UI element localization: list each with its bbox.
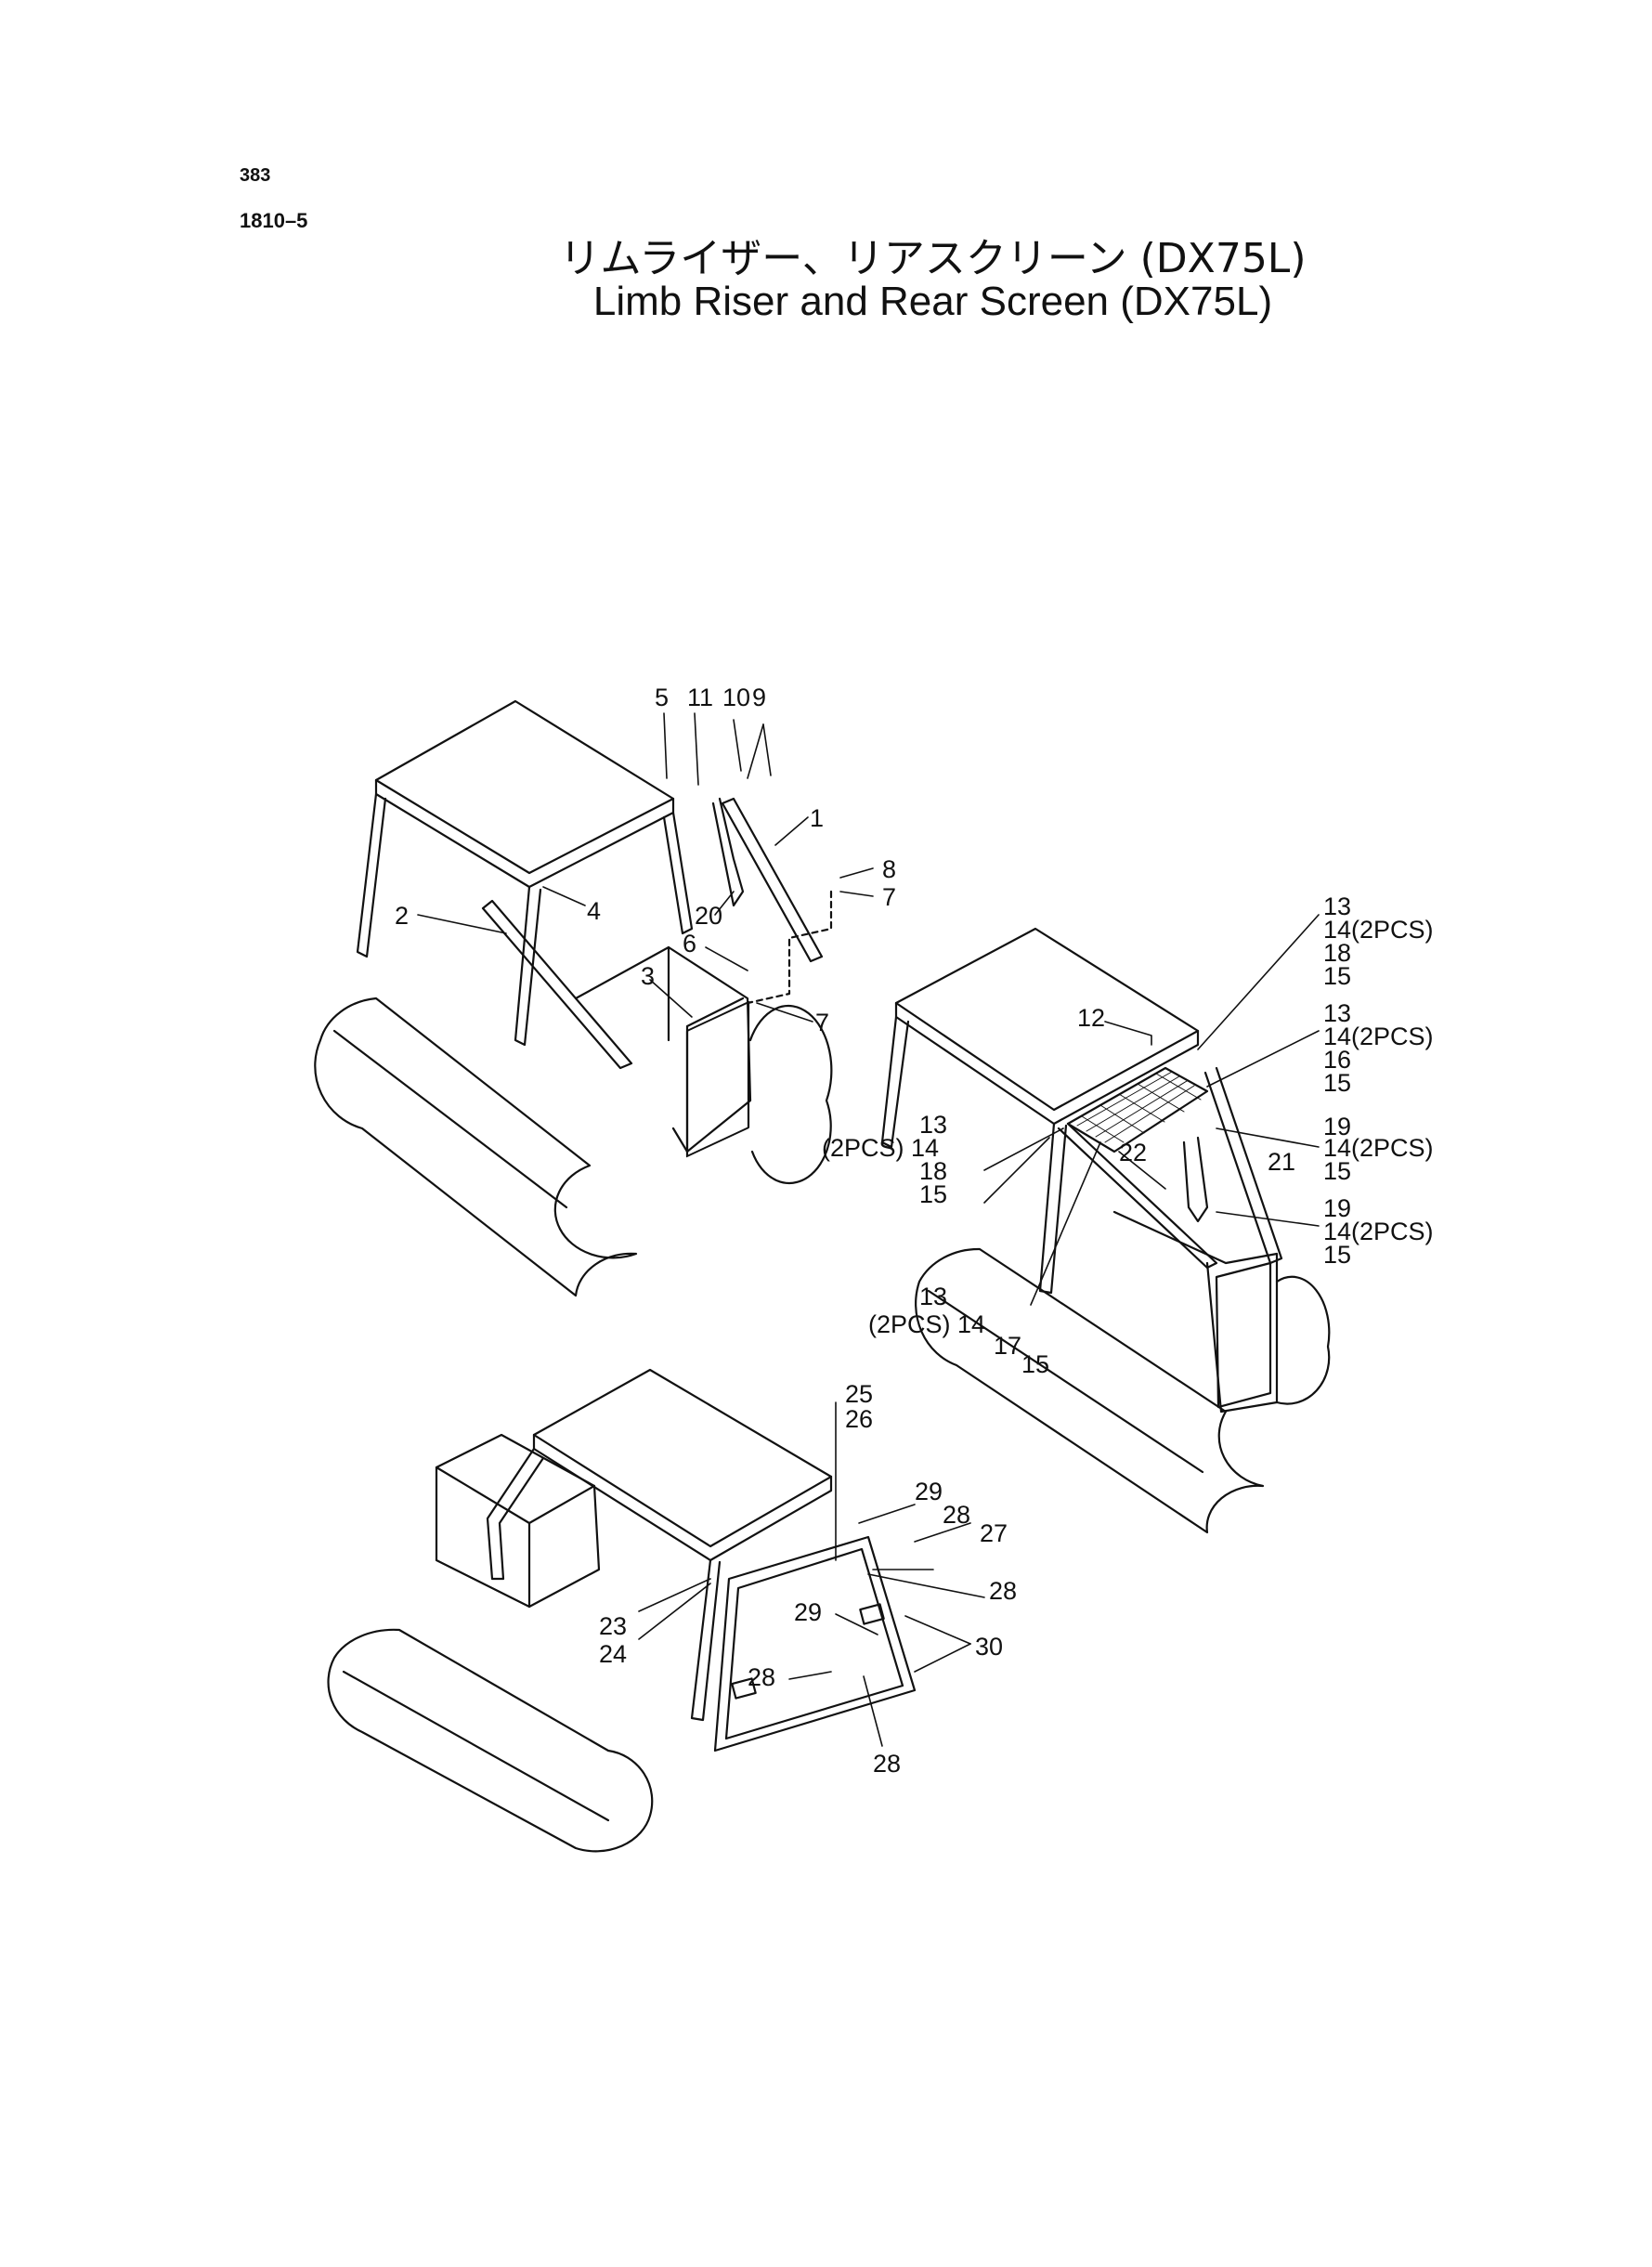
figure-number: 1810–5 [240,209,308,232]
callout-13d: 13 [919,1283,947,1310]
callout-15e: 15 [1323,1241,1351,1269]
callout-18a: 18 [1323,939,1351,967]
title-japanese: リムライザー、リアスクリーン (DX75L) [559,235,1307,282]
callout-15f: 15 [1021,1350,1049,1378]
callout-10: 10 [722,684,750,711]
callout-labels: 5 11 10 9 1 8 7 2 4 20 6 3 7 13 14(2PCS)… [395,684,1434,1778]
callout-28d: 28 [873,1750,901,1778]
callout-14b: 14(2PCS) [1323,1023,1434,1050]
callout-29b: 29 [794,1598,822,1626]
callout-12: 12 [1077,1004,1105,1032]
callout-27: 27 [980,1519,1008,1547]
callout-7a: 7 [882,883,896,911]
callout-13b: 13 [1323,999,1351,1027]
top-view-drawing [314,699,833,1297]
callout-28c: 28 [748,1663,775,1691]
bottom-view-drawing [327,1368,917,1853]
callout-17: 17 [994,1332,1021,1360]
callout-5: 5 [655,684,669,711]
callout-11: 11 [687,684,713,711]
callout-29a: 29 [915,1478,943,1505]
callout-13a: 13 [1323,892,1351,920]
callout-9: 9 [752,684,766,711]
callout-3: 3 [641,962,655,990]
callout-15d: 15 [1323,1157,1351,1185]
callout-13c: 13 [919,1111,947,1139]
mesh-screen [1076,1071,1202,1143]
callout-25: 25 [845,1380,873,1408]
callout-14c: (2PCS) 14 [822,1134,939,1162]
callout-14e: 14(2PCS) [1323,1218,1434,1245]
callout-19b: 19 [1323,1194,1351,1222]
callout-28a: 28 [943,1501,970,1529]
callout-1: 1 [810,804,824,832]
callout-14a: 14(2PCS) [1323,916,1434,944]
callout-15b: 15 [1323,1069,1351,1097]
callout-30: 30 [975,1633,1003,1661]
callout-20: 20 [695,902,722,930]
callout-28b: 28 [989,1577,1017,1605]
right-view-drawing [880,927,1331,1534]
callout-26: 26 [845,1405,873,1433]
callout-8: 8 [882,855,896,883]
callout-16: 16 [1323,1046,1351,1074]
callout-2: 2 [395,902,409,930]
callout-19a: 19 [1323,1113,1351,1140]
callout-6: 6 [683,930,696,958]
callout-23: 23 [599,1612,627,1640]
page-number: 383 [240,165,271,186]
callout-7b: 7 [815,1009,829,1036]
callout-24: 24 [599,1640,627,1668]
callout-14d: 14(2PCS) [1323,1134,1434,1162]
callout-15a: 15 [1323,962,1351,990]
callout-4: 4 [587,897,601,925]
title-english: Limb Riser and Rear Screen (DX75L) [592,279,1273,324]
callout-15c: 15 [919,1180,947,1208]
callout-14f: (2PCS) 14 [868,1310,985,1338]
leader-lines [417,712,1320,1747]
callout-18c: 18 [919,1157,947,1185]
callout-21: 21 [1268,1148,1295,1176]
callout-22: 22 [1119,1139,1147,1166]
